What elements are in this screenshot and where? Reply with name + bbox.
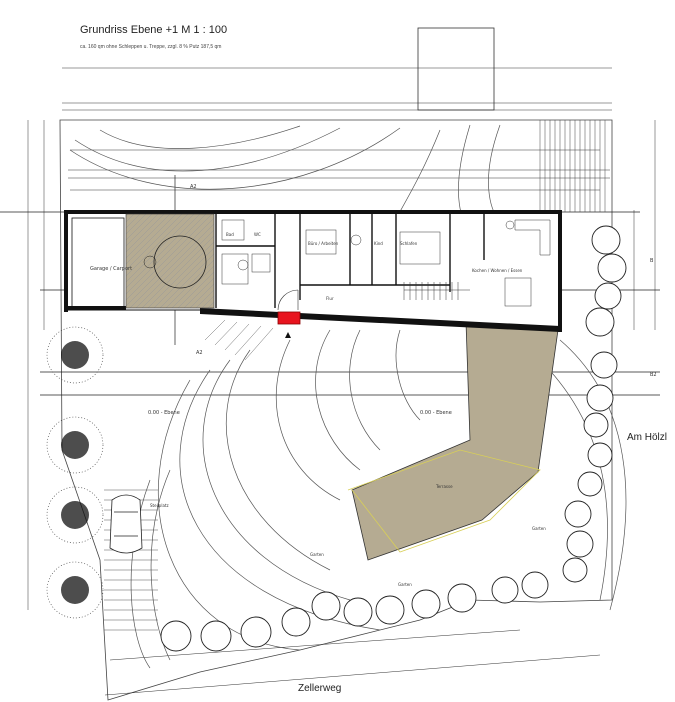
room-label-garage: Garage / Carport <box>90 266 132 272</box>
title-block: Grundriss Ebene +1 M 1 : 100 ca. 160 qm … <box>66 14 606 70</box>
room-label-wc: WC <box>254 232 261 237</box>
building <box>64 210 562 332</box>
section-mark-b-upper: B <box>650 258 654 264</box>
site-boundary <box>59 119 613 701</box>
entrance-path-hatch <box>204 319 274 361</box>
garden-label-1: Garten <box>310 552 324 557</box>
plan-subtitle: ca. 160 qm ohne Schleppen u. Treppe, zzg… <box>80 44 222 50</box>
terrace-area <box>351 321 559 561</box>
trees-west <box>46 326 104 619</box>
room-label-child: Kind <box>374 241 383 246</box>
street-label-south: Zellerweg <box>298 683 342 694</box>
entrance-marker <box>277 311 301 325</box>
section-mark-a-lower: A2 <box>196 350 203 356</box>
entrance-arrow-icon <box>285 332 291 338</box>
garden-label-2: Garten <box>398 582 412 587</box>
staircase <box>403 282 470 300</box>
car-icon <box>109 494 143 554</box>
plan-title: Grundriss Ebene +1 M 1 : 100 <box>80 24 228 36</box>
room-label-hall: Flur <box>326 296 334 301</box>
section-mark-a-upper: A2 <box>190 184 197 190</box>
terrace-label: Terrasse <box>435 484 453 489</box>
neighbor-building <box>417 27 495 111</box>
street-label-east: Am Hölzl <box>627 432 668 443</box>
room-label-sleep: Schlafen <box>400 241 418 246</box>
level-label-west: 0.00 - Ebene <box>148 410 180 416</box>
level-label-mid: 0.00 - Ebene <box>420 410 452 416</box>
room-label-kitchen-living: Kochen / Wohnen / Essen <box>472 268 523 273</box>
deck-planks <box>539 120 606 212</box>
trees-row <box>160 225 627 652</box>
room-label-office: Büro / Arbeiten <box>308 241 339 246</box>
room-label-bath: Bad <box>226 232 234 237</box>
garden-label-3: Garten <box>532 526 546 531</box>
parking-label: Stellplatz <box>150 503 169 508</box>
terrace-yellow-outline <box>347 449 541 553</box>
section-mark-b-lower: B2 <box>650 372 657 378</box>
